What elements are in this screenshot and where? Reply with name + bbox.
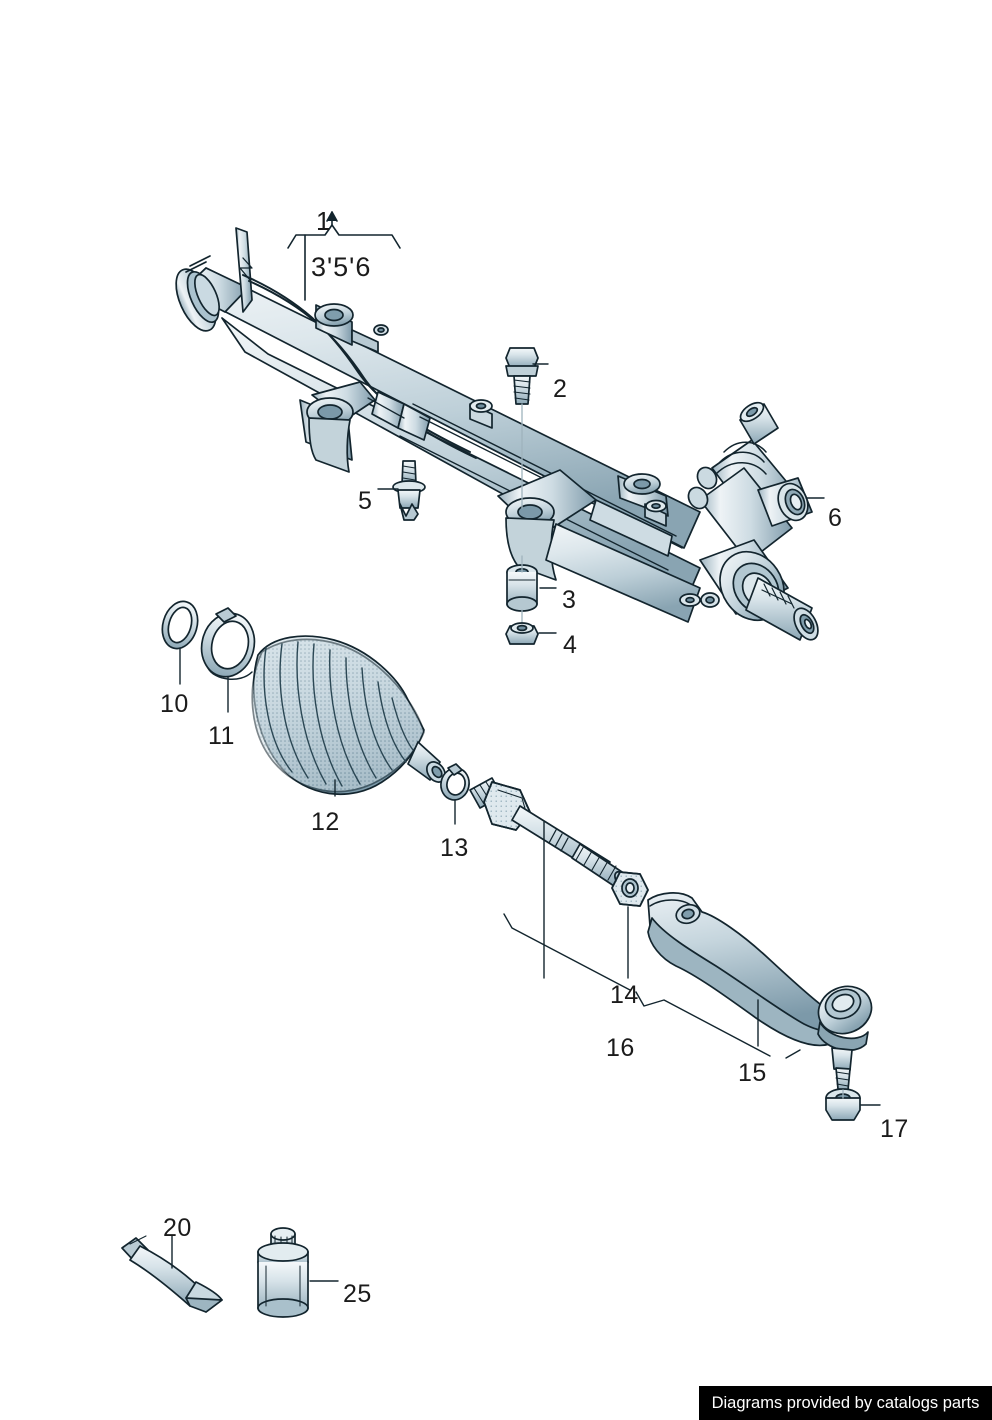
pinion-valve-housing: [687, 401, 819, 641]
callout-10: 10: [160, 690, 189, 718]
callout-12: 12: [311, 808, 340, 836]
part-3-mount-bush: [506, 555, 538, 627]
callout-17: 17: [880, 1115, 909, 1143]
part-17-collar-nut: [825, 1088, 861, 1121]
leader-lines: [377, 363, 881, 1106]
part-10-sealing-ring: [161, 600, 199, 685]
part-4-flange-nut: [505, 622, 539, 645]
group-bracket-1: [287, 211, 401, 301]
callout-11: 11: [208, 722, 235, 750]
callout-15: 15: [738, 1059, 767, 1087]
callout-4: 4: [563, 631, 578, 659]
callout-14: 14: [610, 981, 639, 1009]
part-20-grease-tube: [121, 1235, 223, 1313]
watermark-text: Diagrams provided by catalogs parts: [711, 1393, 980, 1412]
callout-6: 6: [828, 504, 843, 532]
callout-16: 16: [606, 1034, 635, 1062]
steering-rack-housing: [175, 227, 701, 623]
callout-2: 2: [553, 375, 568, 403]
callout-group-356: 3'5'6: [311, 252, 372, 282]
part-14-lock-nut: [611, 871, 649, 979]
part-13-boot-clamp-small: [440, 763, 470, 825]
callout-1: 1: [316, 206, 332, 236]
part-12-bellows-boot: [251, 635, 446, 797]
callout-25: 25: [343, 1280, 372, 1308]
callout-20: 20: [163, 1214, 192, 1242]
callout-3: 3: [562, 586, 577, 614]
watermark-banner: Diagrams provided by catalogs parts: [699, 1386, 992, 1420]
part-25-fluid-bottle: [257, 1227, 339, 1318]
callout-5: 5: [358, 487, 373, 515]
callout-13: 13: [440, 834, 469, 862]
part-5-rivet-clip: [392, 460, 426, 521]
part-15-tie-rod-end: [647, 892, 873, 1091]
part-11-boot-clamp-large: [200, 607, 256, 713]
part-2-hex-bolt: [505, 347, 539, 509]
part-16-tie-rod: [469, 777, 628, 979]
